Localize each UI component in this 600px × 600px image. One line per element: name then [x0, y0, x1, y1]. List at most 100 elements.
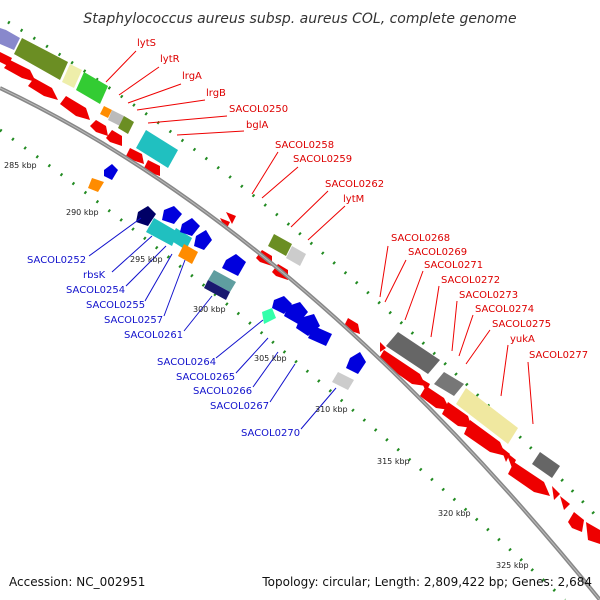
feature-darkgray-2 — [434, 372, 464, 396]
label-SACOL0268: SACOL0268 — [391, 233, 450, 244]
feature-gray-2 — [286, 246, 306, 266]
leader-SACOL0262 — [290, 190, 329, 228]
feature-darkgray-3 — [532, 452, 560, 478]
label-bglA: bglA — [246, 120, 268, 131]
feature-cyan-2 — [146, 218, 178, 246]
label-SACOL0275: SACOL0275 — [492, 319, 551, 330]
cds-fwd-10 — [226, 212, 236, 224]
label-SACOL0272: SACOL0272 — [441, 275, 500, 286]
feature-orange-3 — [178, 244, 198, 264]
cds-rev-2 — [162, 206, 182, 224]
label-lytM: lytM — [343, 194, 364, 205]
leader-SACOL0269 — [384, 259, 407, 303]
leader-SACOL0273 — [451, 300, 458, 352]
label-lytS: lytS — [137, 38, 156, 49]
cds-fwd-7 — [126, 148, 144, 164]
leader-lytS — [105, 50, 137, 83]
cds-fwd-6 — [106, 130, 122, 146]
leader-SACOL0259 — [261, 166, 299, 199]
tick-290: 290 kbp — [66, 208, 99, 217]
leader-SACOL0258 — [251, 151, 279, 195]
label-SACOL0274: SACOL0274 — [475, 304, 534, 315]
genome-backbone — [0, 86, 600, 600]
forward-feature-track — [0, 28, 560, 478]
label-rbsK: rbsK — [83, 270, 106, 281]
cds-fwd-20 — [500, 446, 510, 462]
label-lrgA: lrgA — [182, 71, 202, 82]
forward-cds-track — [0, 52, 600, 544]
cds-fwd-14 — [380, 342, 386, 352]
tick-325: 325 kbp — [496, 561, 529, 570]
label-SACOL0269: SACOL0269 — [408, 247, 467, 258]
leader-lytM — [307, 205, 346, 241]
backbone-line-highlight — [0, 87, 600, 600]
cds-rev-1 — [104, 164, 118, 180]
reverse-leader-lines — [88, 217, 337, 430]
kbp-ruler: 285 kbp 290 kbp 295 kbp 300 kbp 305 kbp … — [4, 161, 529, 570]
cds-fwd-18 — [442, 402, 472, 428]
feature-darkgray-1 — [386, 332, 440, 374]
leader-SACOL0274 — [458, 314, 474, 357]
gc-content-track — [0, 20, 600, 600]
cds-fwd-3 — [28, 78, 58, 100]
cds-fwd-5 — [90, 120, 108, 136]
leader-lytR — [118, 66, 160, 96]
leader-SACOL0275 — [465, 329, 491, 365]
leader-lrgA — [127, 83, 182, 104]
label-SACOL0259: SACOL0259 — [293, 154, 352, 165]
cds-fwd-4 — [60, 96, 90, 120]
label-SACOL0252: SACOL0252 — [27, 255, 86, 266]
leader-SACOL0267 — [269, 363, 296, 403]
label-SACOL0277: SACOL0277 — [529, 350, 588, 361]
feature-pale-2 — [456, 388, 518, 444]
cds-fwd-2 — [4, 60, 36, 82]
tick-300: 300 kbp — [193, 305, 226, 314]
tick-285: 285 kbp — [4, 161, 37, 170]
tick-320: 320 kbp — [438, 509, 471, 518]
leader-SACOL0254 — [125, 245, 167, 287]
cds-rev-3 — [180, 218, 200, 236]
cds-fwd-24 — [560, 496, 570, 510]
feature-pale-1 — [62, 64, 82, 88]
leader-SACOL0257 — [163, 259, 186, 317]
leader-SACOL0261 — [183, 295, 213, 332]
label-SACOL0271: SACOL0271 — [424, 260, 483, 271]
tick-310: 310 kbp — [315, 405, 348, 414]
feature-olive-3 — [268, 234, 292, 256]
leader-rbsK — [111, 235, 153, 273]
feature-olive-1 — [14, 38, 68, 80]
label-SACOL0258: SACOL0258 — [275, 140, 334, 151]
cds-fwd-23 — [552, 486, 560, 500]
feature-striped-1 — [208, 270, 236, 292]
label-lytR: lytR — [160, 54, 180, 65]
feature-striped-2 — [204, 280, 230, 300]
feature-lavender — [0, 28, 20, 50]
cds-fwd-25 — [568, 512, 584, 532]
leader-SACOL0270 — [300, 387, 337, 430]
reverse-labels: SACOL0252 rbsK SACOL0254 SACOL0255 SACOL… — [27, 255, 300, 439]
leader-lrgB — [136, 99, 206, 111]
feature-navy-1 — [136, 206, 156, 226]
cds-fwd-22 — [508, 462, 550, 496]
feature-cyan-1 — [136, 130, 178, 168]
cds-rev-10 — [346, 352, 366, 374]
feature-gray-1 — [108, 110, 124, 126]
label-SACOL0257: SACOL0257 — [104, 315, 163, 326]
leader-SACOL0264 — [215, 319, 264, 359]
tick-295: 295 kbp — [130, 255, 163, 264]
label-SACOL0254: SACOL0254 — [66, 285, 125, 296]
leader-SACOL0250 — [147, 115, 228, 124]
genome-summary-text: Topology: circular; Length: 2,809,422 bp… — [261, 575, 592, 589]
forward-leader-lines — [105, 50, 534, 425]
leader-SACOL0255 — [144, 253, 173, 302]
label-SACOL0250: SACOL0250 — [229, 104, 288, 115]
leader-SACOL0277 — [527, 361, 534, 425]
label-SACOL0264: SACOL0264 — [157, 357, 216, 368]
cds-rev-4 — [194, 230, 212, 250]
label-SACOL0267: SACOL0267 — [210, 401, 269, 412]
reverse-feature-track — [88, 164, 366, 390]
gc-dots-inner — [0, 128, 567, 600]
label-SACOL0270: SACOL0270 — [241, 428, 300, 439]
